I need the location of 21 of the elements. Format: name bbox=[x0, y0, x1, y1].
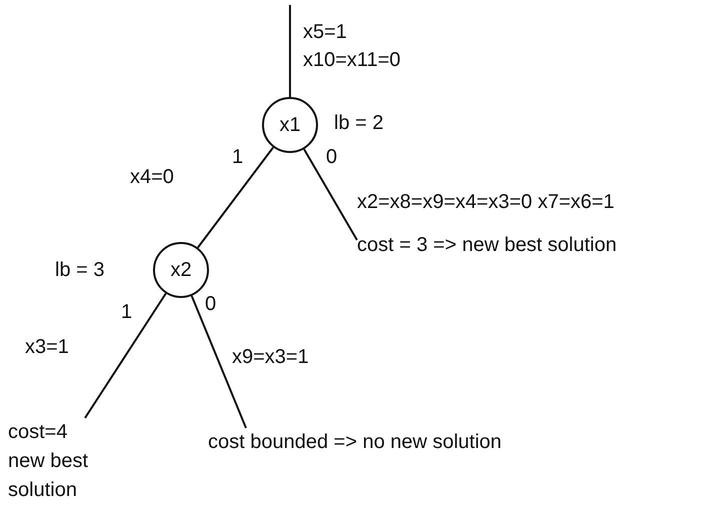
assignment-label: x4=0 bbox=[130, 165, 174, 190]
node-label: x1 bbox=[279, 114, 301, 136]
tree-branch-line bbox=[84, 292, 167, 419]
tree-branch-line bbox=[303, 148, 358, 240]
assignment-label: x3=1 bbox=[25, 335, 69, 360]
tree-branch-line bbox=[197, 146, 274, 248]
assignment-label: x5=1 x10=x11=0 bbox=[303, 20, 402, 73]
tree-branch-line bbox=[190, 296, 247, 428]
branch-value-label: 1 bbox=[232, 145, 244, 170]
branch-value-label: 0 bbox=[205, 292, 216, 317]
result-text: cost bounded => no new solution bbox=[208, 430, 503, 455]
result-text: cost = 3 => new best solution bbox=[357, 233, 618, 258]
branch-value-label: 1 bbox=[121, 300, 132, 325]
node-label: x2 bbox=[170, 258, 192, 282]
lower-bound-label: lb = 3 bbox=[55, 258, 104, 283]
result-text: x2=x8=x9=x4=x3=0 x7=x6=1 bbox=[357, 190, 616, 215]
lower-bound-label: lb = 2 bbox=[334, 111, 384, 136]
result-text: cost=4 new best solution bbox=[8, 420, 90, 503]
tree-branch-line bbox=[289, 5, 291, 97]
branch-value-label: 0 bbox=[326, 145, 338, 170]
assignment-label: x9=x3=1 bbox=[232, 345, 309, 370]
